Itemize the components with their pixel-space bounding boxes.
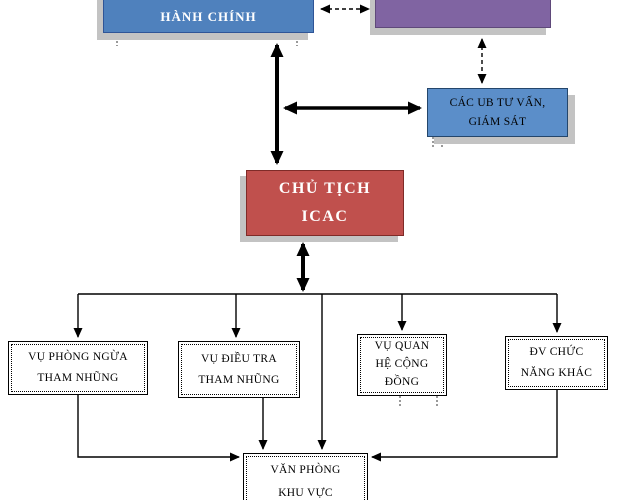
node-vu-quan-he-cong-dong: VỤ QUAN HỆ CỘNG ĐỒNG bbox=[357, 334, 447, 396]
node-label-line: ICAC bbox=[301, 208, 349, 225]
node-label-line: CHỦ TỊCH bbox=[278, 180, 372, 197]
node-label-line: VỤ ĐIỀU TRA bbox=[201, 352, 277, 365]
node-partner-purple bbox=[375, 0, 551, 28]
node-vu-dieu-tra-tham-nhung: VỤ ĐIỀU TRA THAM NHŨNG bbox=[178, 341, 300, 398]
node-label-line: NĂNG KHÁC bbox=[520, 367, 593, 379]
dept-inner-border: VỤ PHÒNG NGỪA THAM NHŨNG bbox=[11, 344, 145, 392]
node-van-phong-khu-vuc: VĂN PHÒNG KHU VỰC bbox=[243, 453, 368, 500]
node-label-line: HỆ CỘNG bbox=[375, 358, 429, 371]
node-label-line: THAM NHŨNG bbox=[37, 372, 119, 384]
node-label-line: VỤ QUAN bbox=[374, 340, 430, 353]
node-chu-tich-icac: CHỦ TỊCH ICAC bbox=[246, 170, 404, 236]
node-dv-chuc-nang-khac: ĐV CHỨC NĂNG KHÁC bbox=[505, 336, 608, 390]
dept-inner-border: VỤ ĐIỀU TRA THAM NHŨNG bbox=[181, 344, 297, 395]
dept-inner-border: VỤ QUAN HỆ CỘNG ĐỒNG bbox=[360, 337, 444, 393]
node-hanh-chinh: HÀNH CHÍNH bbox=[103, 0, 314, 33]
node-label-line: VỤ PHÒNG NGỪA bbox=[28, 351, 128, 364]
node-cac-ub-tu-van-giam-sat: CÁC UB TƯ VẤN, GIÁM SÁT bbox=[427, 88, 568, 137]
dept-inner-border: ĐV CHỨC NĂNG KHÁC bbox=[508, 339, 605, 387]
node-label-line: CÁC UB TƯ VẤN, bbox=[449, 97, 546, 110]
node-label-line: THAM NHŨNG bbox=[198, 373, 280, 386]
edge-prevention-regional bbox=[77, 395, 240, 462]
node-label-line: GIÁM SÁT bbox=[468, 115, 527, 128]
edge-other-regional bbox=[371, 390, 558, 462]
node-label: HÀNH CHÍNH bbox=[160, 9, 257, 24]
node-label-line: ĐỒNG bbox=[384, 375, 420, 388]
node-label-line: VĂN PHÒNG bbox=[270, 464, 341, 476]
dept-inner-border: VĂN PHÒNG KHU VỰC bbox=[246, 456, 365, 500]
node-vu-phong-ngua-tham-nhung: VỤ PHÒNG NGỪA THAM NHŨNG bbox=[8, 341, 148, 395]
node-label-line: ĐV CHỨC bbox=[529, 346, 584, 359]
node-label-line: KHU VỰC bbox=[278, 487, 333, 499]
